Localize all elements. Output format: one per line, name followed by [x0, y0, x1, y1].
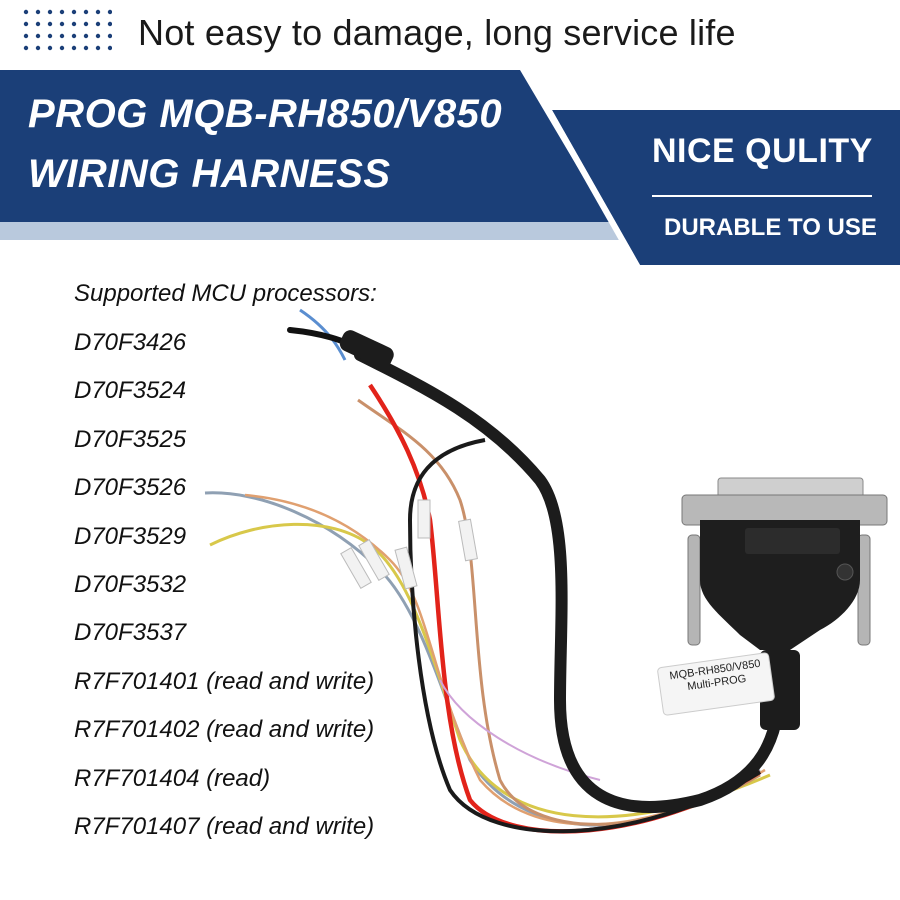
mcu-list-item: R7F701402 (read and write) [74, 716, 375, 744]
mcu-list-item: D70F3532 [74, 570, 187, 598]
mcu-list-item: D70F3525 [74, 425, 187, 453]
db25-connector [681, 477, 888, 730]
badge-subtitle: DURABLE TO USE [664, 214, 877, 241]
mcu-list-item: R7F701401 (read and write) [74, 667, 375, 695]
badge-divider [652, 195, 872, 197]
banner-right-panel [552, 110, 900, 265]
mcu-list-item: D70F3529 [74, 522, 187, 550]
banner-left-panel [0, 70, 610, 222]
banner-title-line1: PROG MQB-RH850/V850 [28, 92, 503, 136]
mcu-list-item: R7F701404 (read) [74, 764, 271, 792]
banner-right-edge [545, 110, 640, 265]
mcu-list: D70F3426 D70F3524 D70F3525 D70F3526 D70F… [74, 328, 374, 860]
mcu-list-item: D70F3426 [74, 329, 187, 356]
mcu-list-item: D70F3537 [74, 619, 187, 647]
banner-title-line2: WIRING HARNESS [28, 152, 391, 196]
mcu-list-item: R7F701407 (read and write) [74, 812, 375, 840]
badge-title: NICE QULITY [652, 132, 873, 170]
title-banner [0, 70, 900, 265]
mcu-list-item: D70F3524 [74, 377, 187, 405]
mcu-heading: Supported MCU processors: [74, 280, 377, 307]
mcu-list-item: D70F3526 [74, 474, 187, 502]
dot-grid-decoration [23, 9, 112, 51]
banner-light-strip [0, 222, 630, 240]
tagline: Not easy to damage, long service life [138, 12, 736, 53]
